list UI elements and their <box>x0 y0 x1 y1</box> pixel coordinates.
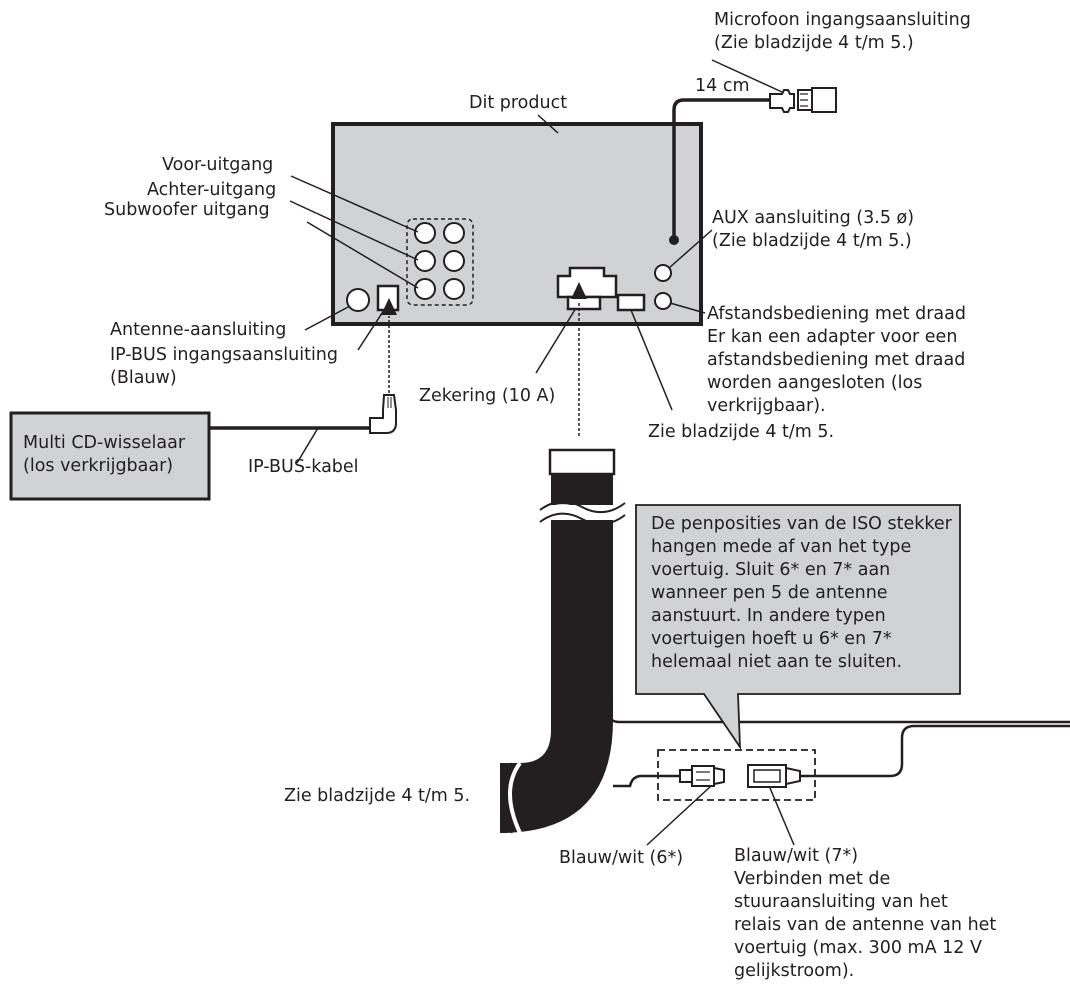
microphone-label: Microfoon ingangsaansluiting (Zie bladzi… <box>714 9 971 55</box>
antenna-label: Antenne-aansluiting <box>110 320 287 340</box>
wired-remote-line: Er kan een adapter voor een <box>707 327 958 347</box>
leader-antenna <box>304 305 351 331</box>
product-label: Dit product <box>469 93 568 113</box>
wired-remote-jack <box>654 292 672 310</box>
connector-dashed-box <box>657 749 816 801</box>
leader-microphone <box>711 59 783 93</box>
fuse-label: Zekering (10 A) <box>419 386 556 406</box>
ipbus-input-label: IP-BUS ingangsaansluiting (Blauw) <box>110 344 338 390</box>
iso-note-line: wanneer pen 5 de antenne <box>651 583 888 603</box>
microphone-cable <box>669 87 837 245</box>
iso-note-callout <box>635 504 961 751</box>
wired-remote-line: verkrijgbaar). <box>707 396 826 416</box>
connector-female-7 <box>747 764 801 788</box>
blue-white-7-line: Verbinden met de <box>734 869 891 889</box>
aux-label-line: AUX aansluiting (3.5 ø) <box>712 208 915 228</box>
microphone-label-ref: (Zie bladzijde 4 t/m 5.) <box>714 33 914 53</box>
leader-blue-white-7 <box>769 787 795 846</box>
cd-changer-note: (los verkrijgbaar) <box>23 456 174 476</box>
iso-note-line: hangen mede af van het type <box>651 537 912 557</box>
leader-ipbus-input <box>357 309 385 351</box>
aux-jack <box>654 264 672 282</box>
connector-male-6 <box>679 765 725 787</box>
antenna-jack <box>346 288 370 312</box>
blue-white-7-label: Blauw/wit (7*) Verbinden met de stuuraan… <box>734 845 996 983</box>
cd-changer-label: Multi CD-wisselaar (los verkrijgbaar) <box>23 432 185 478</box>
iso-note-line: voertuigen hoeft u 6* en 7* <box>651 629 892 649</box>
ipbus-input-line: IP-BUS ingangsaansluiting <box>110 345 339 365</box>
ipbus-cable <box>210 298 397 434</box>
subwoofer-output-label: Subwoofer uitgang <box>104 200 270 220</box>
leader-fuse <box>535 307 577 374</box>
small-port <box>616 293 646 312</box>
leader-subwoofer-output <box>306 221 419 289</box>
wire-blue-white-7 <box>800 724 1070 778</box>
blue-white-7-line: relais van de antenne van het <box>734 915 997 935</box>
see-page-left-label: Zie bladzijde 4 t/m 5. <box>284 786 471 806</box>
wiring-harness <box>500 474 627 834</box>
blue-white-7-title: Blauw/wit (7*) <box>734 846 859 866</box>
leader-small-port <box>630 309 673 411</box>
power-connector <box>556 266 618 436</box>
iso-note-line: De penposities van de ISO stekker <box>651 514 952 534</box>
blue-white-7-line: stuuraansluiting van het <box>734 892 948 912</box>
leader-wired-remote <box>669 302 706 314</box>
rear-output-label: Achter-uitgang <box>147 180 277 200</box>
leader-blue-white-6 <box>646 785 712 846</box>
iso-note-line: aanstuurt. In andere typen <box>651 606 886 626</box>
leader-ipbus-cable <box>296 427 319 464</box>
iso-note-text: De penposities van de ISO stekker hangen… <box>651 513 952 674</box>
aux-label-ref: (Zie bladzijde 4 t/m 5.) <box>712 231 912 251</box>
leader-aux <box>668 229 713 269</box>
harness-connector <box>548 448 616 476</box>
cd-changer-box <box>9 411 211 501</box>
see-page-right-label: Zie bladzijde 4 t/m 5. <box>648 422 835 442</box>
rca-output-jacks <box>406 218 474 306</box>
front-output-label: Voor-uitgang <box>162 155 274 175</box>
wired-remote-line: worden aangesloten (los <box>707 373 923 393</box>
iso-note-line: voertuig. Sluit 6* en 7* aan <box>651 560 891 580</box>
blue-white-7-line: gelijkstroom). <box>734 961 855 981</box>
blue-white-7-line: voertuig (max. 300 mA 12 V <box>734 938 982 958</box>
ipbus-cable-label: IP-BUS-kabel <box>248 457 359 477</box>
microphone-label-line: Microfoon ingangsaansluiting <box>714 10 971 30</box>
wire-blue-white-6 <box>613 774 680 788</box>
leader-rear-output <box>289 200 419 261</box>
wired-remote-label: Afstandsbediening met draad Er kan een a… <box>707 303 966 418</box>
aux-label: AUX aansluiting (3.5 ø) (Zie bladzijde 4… <box>712 207 914 253</box>
leader-product <box>537 114 559 134</box>
ipbus-input-color: (Blauw) <box>110 368 177 388</box>
wired-remote-line: afstandsbediening met draad <box>707 350 966 370</box>
iso-note-line: helemaal niet aan te sluiten. <box>651 652 903 672</box>
cable-length-label: 14 cm <box>695 76 750 96</box>
wired-remote-line: Afstandsbediening met draad <box>707 304 966 324</box>
cd-changer-name: Multi CD-wisselaar <box>23 433 186 453</box>
thin-wire-top <box>606 700 1070 724</box>
blue-white-6-label: Blauw/wit (6*) <box>559 848 684 868</box>
leader-front-output <box>290 175 419 233</box>
